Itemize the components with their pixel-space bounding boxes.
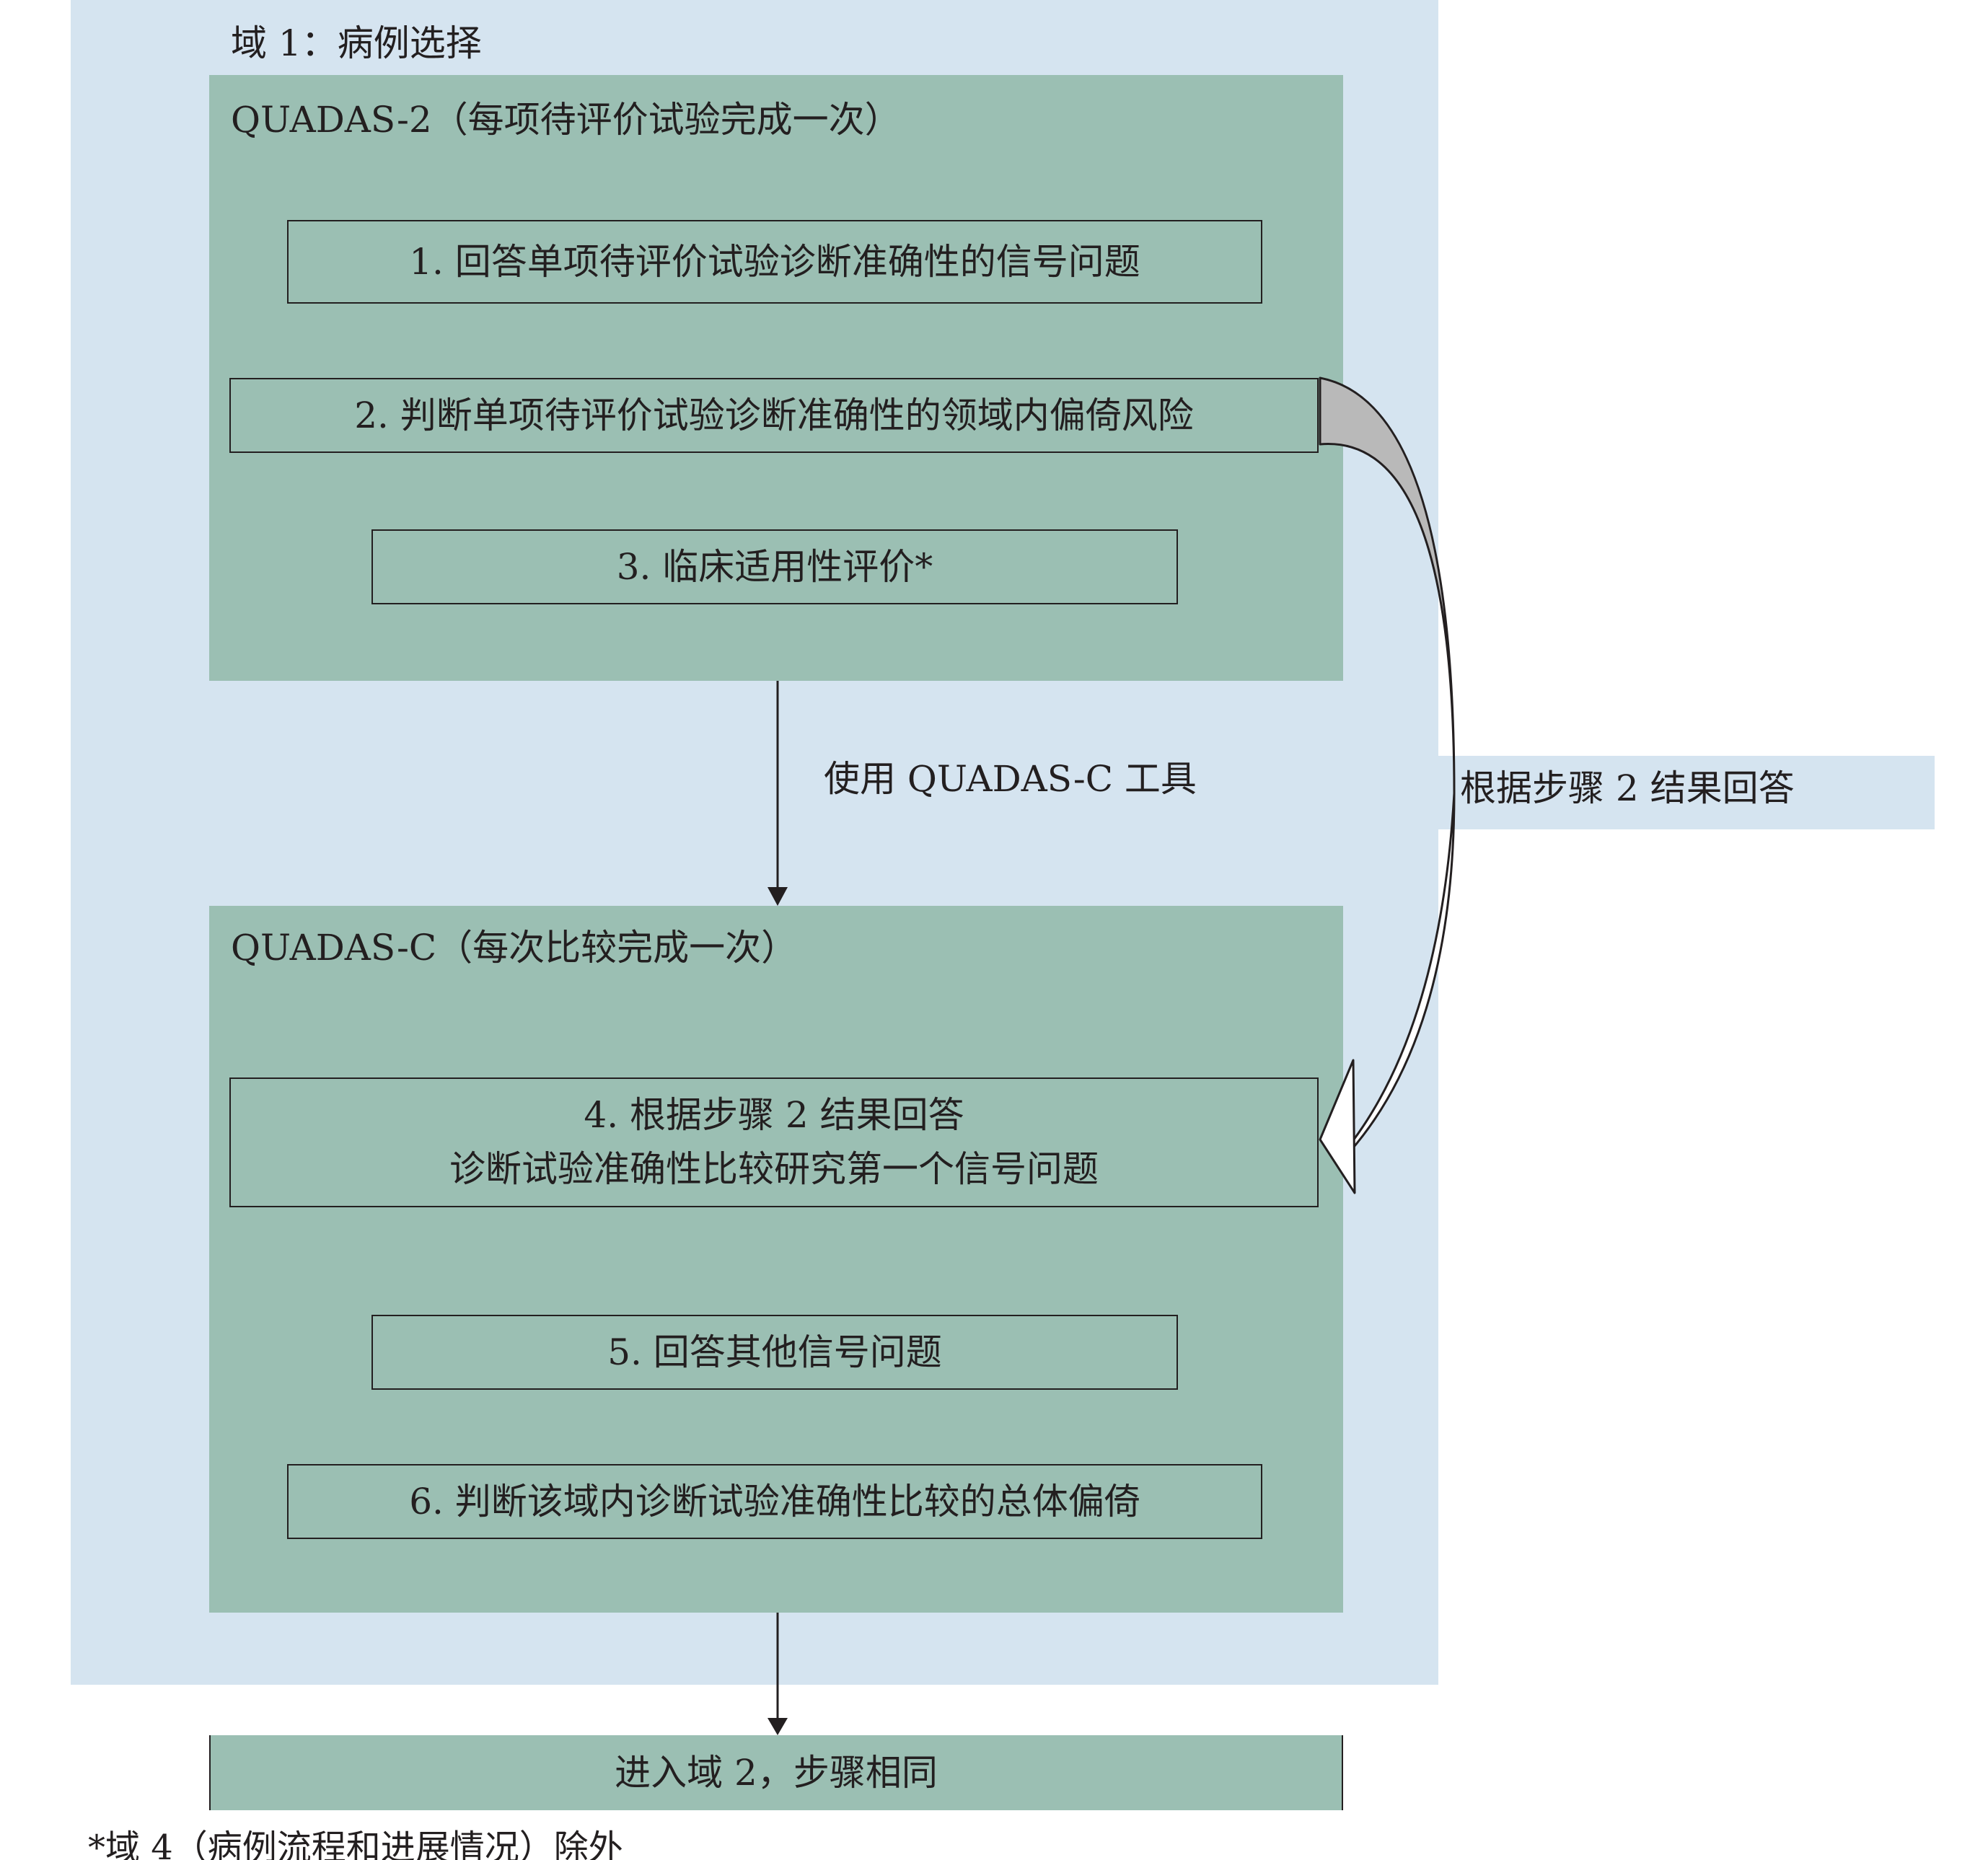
- step-3-box: 3. 临床适用性评价*: [371, 529, 1178, 604]
- step-2-box: 2. 判断单项待评价试验诊断准确性的领域内偏倚风险: [229, 378, 1319, 453]
- step-2-text: 2. 判断单项待评价试验诊断准确性的领域内偏倚风险: [354, 394, 1194, 436]
- step-5-text: 5. 回答其他信号问题: [607, 1331, 942, 1373]
- step-6-text: 6. 判断该域内诊断试验准确性比较的总体偏倚: [409, 1480, 1140, 1522]
- footnote: *域 4（病例流程和进展情况）除外: [88, 1828, 623, 1860]
- down-arrow-2: [768, 1613, 788, 1735]
- curved-arrow-step2-to-step4: [1319, 376, 1456, 1194]
- step-3-text: 3. 临床适用性评价*: [616, 545, 933, 588]
- quadasc-title: QUADAS-C（每次比较完成一次）: [231, 927, 798, 969]
- next-domain-text: 进入域 2，步骤相同: [615, 1752, 938, 1794]
- domain-title: 域 1：病例选择: [231, 22, 482, 64]
- step-4-line-2: 诊断试验准确性比较研究第一个信号问题: [449, 1148, 1099, 1190]
- quadasc-panel: [209, 906, 1343, 1613]
- step-1-box: 1. 回答单项待评价试验诊断准确性的信号问题: [287, 220, 1262, 304]
- down-arrow-1: [768, 681, 788, 906]
- step-1-text: 1. 回答单项待评价试验诊断准确性的信号问题: [409, 240, 1140, 283]
- side-label-background: [1438, 756, 1935, 829]
- step-6-box: 6. 判断该域内诊断试验准确性比较的总体偏倚: [287, 1464, 1262, 1539]
- step-4-box: 4. 根据步骤 2 结果回答 诊断试验准确性比较研究第一个信号问题: [229, 1077, 1319, 1207]
- step-5-box: 5. 回答其他信号问题: [371, 1315, 1178, 1390]
- next-domain-box: 进入域 2，步骤相同: [209, 1735, 1343, 1810]
- side-label: 根据步骤 2 结果回答: [1460, 767, 1795, 809]
- quadas2-title: QUADAS-2（每项待评价试验完成一次）: [231, 99, 901, 141]
- step-4-line-1: 4. 根据步骤 2 结果回答: [584, 1094, 964, 1136]
- transition-label: 使用 QUADAS-C 工具: [824, 758, 1197, 800]
